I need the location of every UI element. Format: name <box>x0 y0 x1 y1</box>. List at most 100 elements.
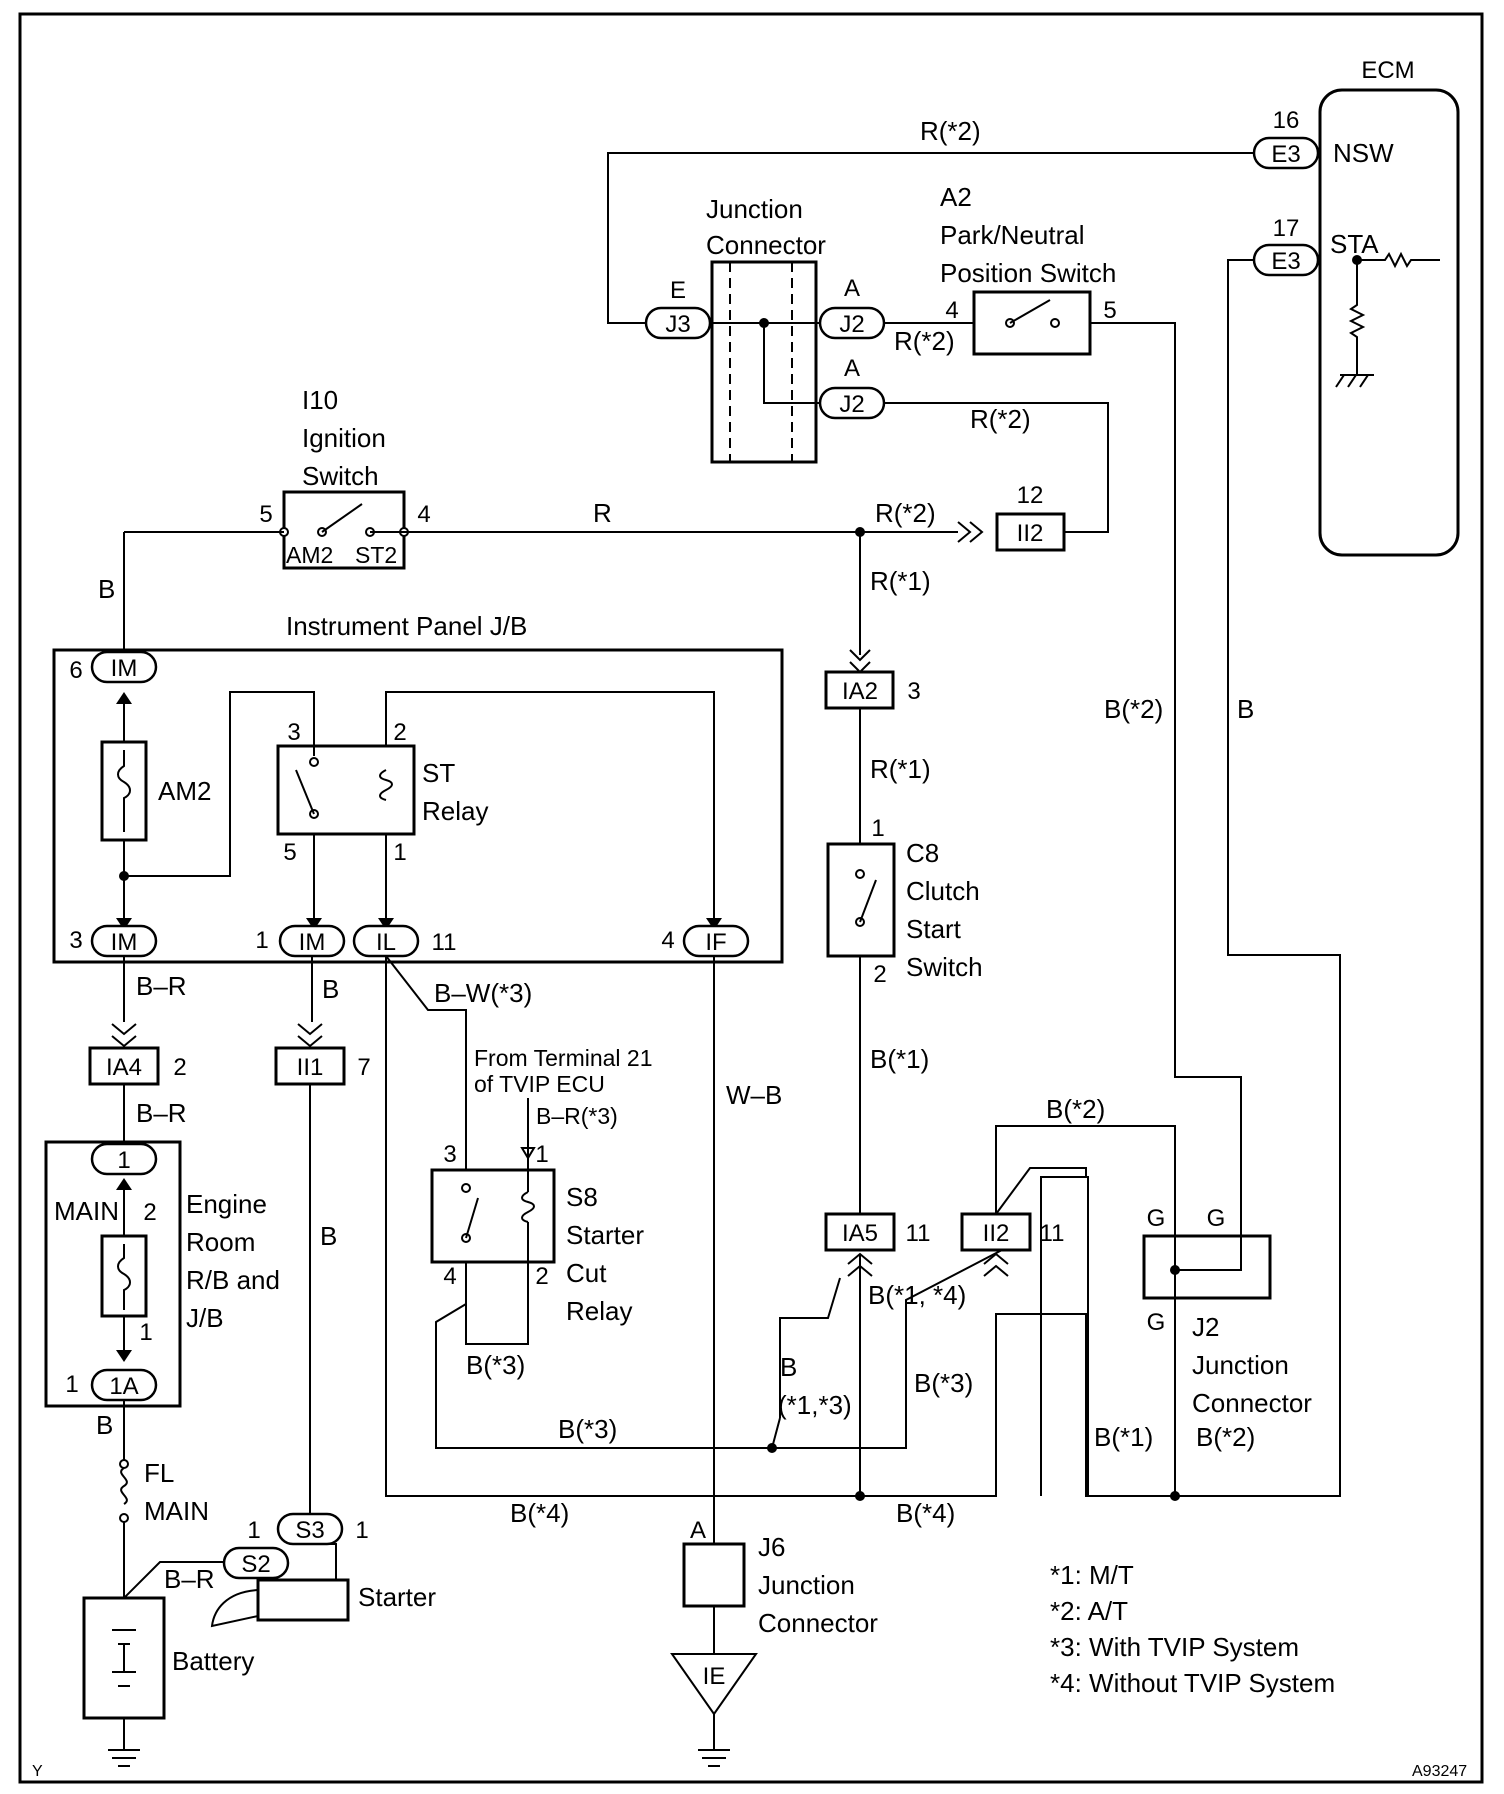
st-relay-coil-icon <box>379 769 393 801</box>
wire-label-r2-ii2: R(*2) <box>875 498 936 528</box>
ia5-label: IA5 <box>842 1220 878 1247</box>
pn-switch-line2: Park/Neutral <box>940 220 1085 250</box>
ii2-top-box <box>995 512 1066 552</box>
ipjb-im-left: IM <box>111 929 138 956</box>
fl-main-line1: FL <box>144 1458 174 1488</box>
starter-cut-line2: Starter <box>566 1220 644 1250</box>
ia5-box <box>824 1212 896 1252</box>
j2-g1: G <box>1147 1205 1166 1232</box>
ia4-arrow-icon <box>111 1023 137 1048</box>
ignition-switch: I10 Ignition Switch AM2 ST2 5 4 <box>259 385 431 570</box>
starter-cut-relay: From Terminal 21 of TVIP ECU B–R(*3) 3 1… <box>430 1045 653 1326</box>
clutch-line3: Start <box>906 914 962 944</box>
st-relay-contact-icon <box>295 769 315 815</box>
fl-main-line2: MAIN <box>144 1496 209 1526</box>
clutch-line1: C8 <box>906 838 939 868</box>
ignition-term-am2: AM2 <box>286 542 333 568</box>
wire-label-b13-b: (*1,*3) <box>778 1390 852 1420</box>
engine-room-fuse-pin: 1 <box>139 1319 152 1346</box>
starter-cut-pin1: 1 <box>535 1141 548 1168</box>
j6-junction-connector: A J6 Junction Connector IE <box>670 1517 878 1767</box>
ipjb-fuse-am2: AM2 <box>158 776 211 806</box>
ie-ground-icon <box>670 1653 758 1716</box>
park-neutral-switch: A2 Park/Neutral Position Switch 4 5 <box>940 182 1117 356</box>
ecm-title: ECM <box>1361 57 1414 84</box>
junction-top-title-line1: Junction <box>706 194 803 224</box>
wire-nsw <box>607 152 1254 324</box>
junction-top-pin-a1: A <box>844 275 860 302</box>
starter-cut-from-line2: of TVIP ECU <box>474 1071 605 1097</box>
wire-label-b-ecm: B <box>1237 694 1254 724</box>
battery-label: Battery <box>172 1646 254 1676</box>
clutch-line2: Clutch <box>906 876 980 906</box>
j2-line3: Connector <box>1192 1388 1312 1418</box>
ia4-label: IA4 <box>106 1054 142 1081</box>
corner-right: A93247 <box>1412 1763 1467 1780</box>
starter-cut-line1: S8 <box>566 1182 598 1212</box>
ia5-pin: 11 <box>906 1220 931 1247</box>
wire-label-r-ign: R <box>593 498 612 528</box>
tvip-input-arrow-icon <box>520 1098 536 1160</box>
fl-main-fusible-link: FL MAIN <box>119 1458 209 1526</box>
wire-label-b-ign: B <box>98 574 115 604</box>
wire-pn-to-j2 <box>1090 322 1242 1236</box>
ipjb-if-pin: 4 <box>661 927 674 954</box>
ia4-pin: 2 <box>173 1054 186 1081</box>
j2-junction-connector: G G G J2 Junction Connector <box>1142 1205 1312 1496</box>
ipjb-im-mid: IM <box>299 929 326 956</box>
battery-cell-icon <box>112 1629 136 1687</box>
wire-j2-ii2 <box>884 402 1109 533</box>
j6-line1: J6 <box>758 1532 785 1562</box>
main-fuse-icon <box>117 1244 131 1310</box>
wire-label-b14: B(*1, *4) <box>868 1280 966 1310</box>
ignition-line3: Switch <box>302 461 379 491</box>
starter-s2: S2 <box>241 1551 270 1578</box>
junction-top-pin-a2: A <box>844 355 860 382</box>
ipjb-im-top-pin: 6 <box>69 657 82 684</box>
ipjb-il: IL <box>376 929 396 956</box>
instrument-panel-jb: Instrument Panel J/B 6 IM AM2 3 2 5 1 ST… <box>52 611 784 964</box>
fl-main-icon <box>120 1467 128 1505</box>
corner-left: Y <box>32 1763 43 1780</box>
st-relay-pin2: 2 <box>393 719 406 746</box>
starter-s3: S3 <box>295 1517 324 1544</box>
st-relay-pin3: 3 <box>287 719 300 746</box>
wire-label-b2-right: B(*2) <box>1104 694 1163 724</box>
ii2-bottom-label: II2 <box>983 1220 1010 1247</box>
engine-room-bot-conn: 1A <box>109 1373 138 1400</box>
ecm-nsw-connector: E3 <box>1271 141 1300 168</box>
wire-label-b4-a: B(*4) <box>510 1498 569 1528</box>
note-3: *3: With TVIP System <box>1050 1632 1299 1662</box>
st-relay-line2: Relay <box>422 796 488 826</box>
battery-ground-icon <box>108 1718 140 1767</box>
ii1-label: II1 <box>297 1054 324 1081</box>
ia2-pin: 3 <box>907 678 920 705</box>
ecm-sta-label: STA <box>1330 229 1379 259</box>
ii2-bottom-pin: 11 <box>1040 1220 1065 1247</box>
wire-label-r1-b: R(*1) <box>870 754 931 784</box>
clutch-contact-icon <box>859 879 877 923</box>
clutch-pin2: 2 <box>873 961 886 988</box>
ipjb-il-pin: 11 <box>432 929 457 956</box>
pn-switch-line1: A2 <box>940 182 972 212</box>
wire-label-b3-c: B(*3) <box>914 1368 973 1398</box>
ipjb-im-top: IM <box>111 655 138 682</box>
pn-switch-line3: Position Switch <box>940 258 1116 288</box>
ipjb-im-left-pin: 3 <box>69 927 82 954</box>
note-1: *1: M/T <box>1050 1560 1134 1590</box>
wire-label-b-ii1: B <box>320 1221 337 1251</box>
engine-room-main: MAIN <box>54 1196 119 1226</box>
wire-label-br-2: B–R <box>136 1098 187 1128</box>
wire-label-b-fl: B <box>96 1410 113 1440</box>
wire-label-b13-a: B <box>780 1352 797 1382</box>
st-relay-box <box>276 744 416 836</box>
ignition-pin5: 5 <box>259 501 272 528</box>
starter-cut-line3: Cut <box>566 1258 607 1288</box>
am2-fuse-icon <box>117 750 131 832</box>
wire-label-b1-j2: B(*1) <box>1094 1422 1153 1452</box>
ecm-nsw-pin: 16 <box>1273 107 1300 134</box>
im-top-arrow-icon <box>116 692 132 704</box>
wire-ignition-am2 <box>123 531 284 652</box>
junction-top-j3: J3 <box>665 311 690 338</box>
